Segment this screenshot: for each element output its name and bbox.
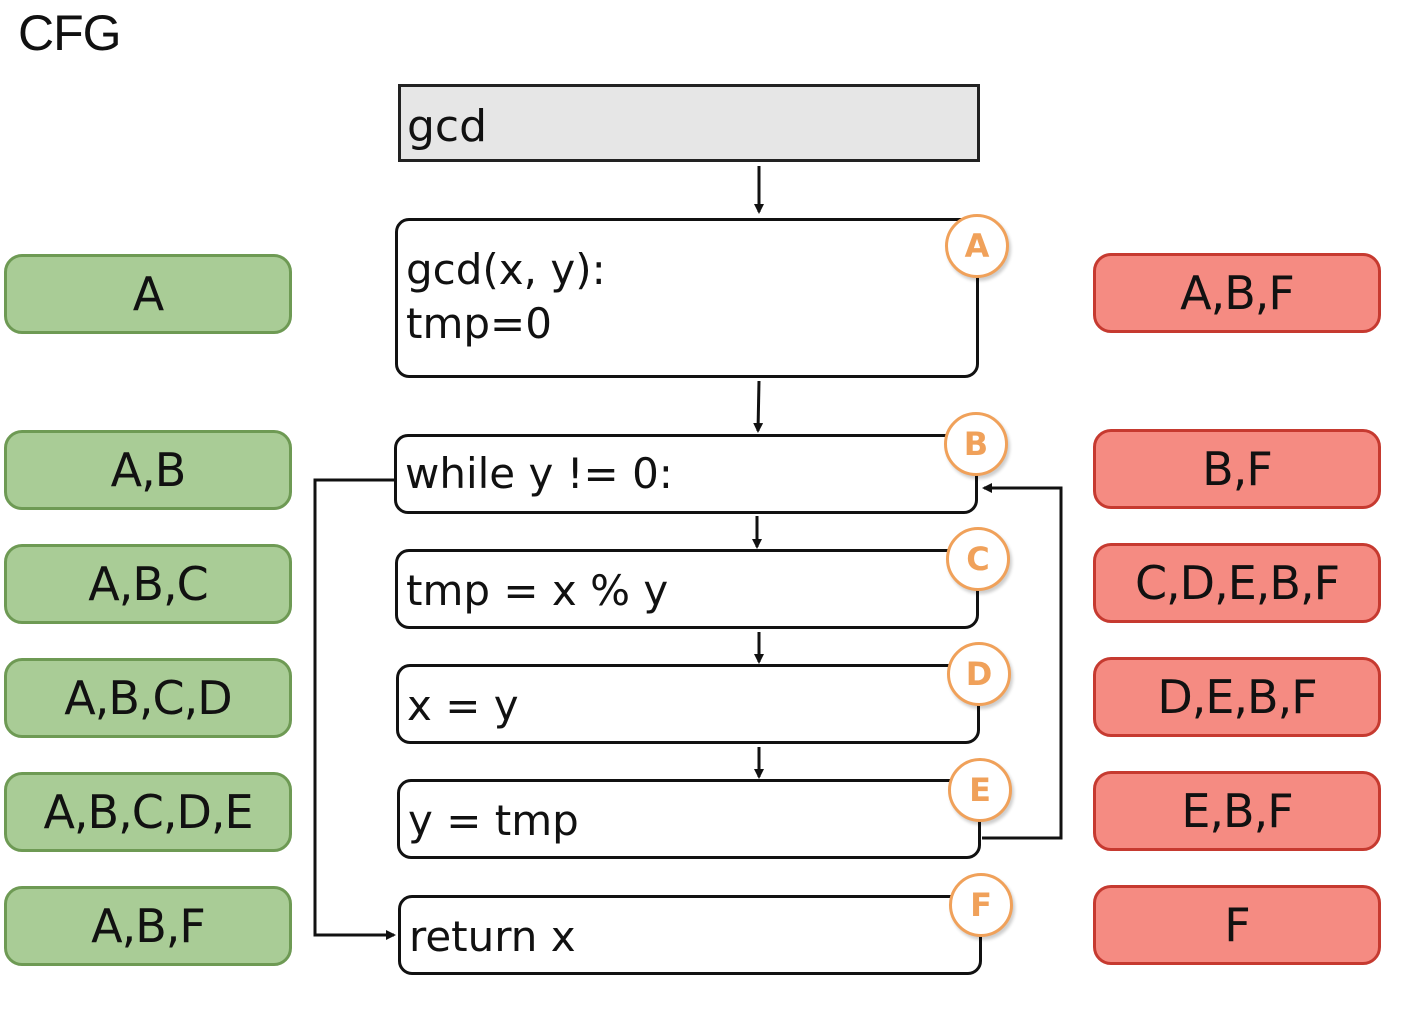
cfg-node-b: while y != 0: (394, 434, 978, 514)
cfg-node-e: y = tmp (397, 779, 981, 859)
edge-e-to-b-loop (982, 483, 1063, 840)
left-set-e: A,B,C,D,E (4, 772, 292, 852)
cfg-node-d-line-1: x = y (407, 681, 519, 730)
function-entry-node: gcd (398, 84, 980, 162)
cfg-node-f-line-1: return x (409, 912, 576, 961)
cfg-node-f: return x (398, 895, 982, 975)
right-set-a: A,B,F (1093, 253, 1381, 333)
left-set-c: A,B,C (4, 544, 292, 624)
right-set-c: C,D,E,B,F (1093, 543, 1381, 623)
cfg-node-c-badge: C (946, 527, 1010, 591)
right-set-e: E,B,F (1093, 771, 1381, 851)
cfg-node-d-badge: D (947, 642, 1011, 706)
edge-a-to-b (753, 380, 764, 433)
edge-b-to-f-exit (313, 478, 396, 940)
cfg-node-e-line-1: y = tmp (408, 796, 579, 845)
left-set-d: A,B,C,D (4, 658, 292, 738)
cfg-node-b-badge: B (944, 412, 1008, 476)
cfg-node-d: x = y (396, 664, 980, 744)
function-entry-label: gcd (407, 101, 488, 152)
left-set-b: A,B (4, 430, 292, 510)
right-set-d: D,E,B,F (1093, 657, 1381, 737)
cfg-node-a-line-1: gcd(x, y): (406, 245, 606, 294)
cfg-node-e-badge: E (948, 758, 1012, 822)
left-set-f: A,B,F (4, 886, 292, 966)
cfg-node-a-line-2: tmp=0 (406, 299, 552, 348)
cfg-node-a: gcd(x, y): tmp=0 (395, 218, 979, 378)
right-set-b: B,F (1093, 429, 1381, 509)
cfg-node-c-line-1: tmp = x % y (406, 566, 669, 615)
right-set-f: F (1093, 885, 1381, 965)
cfg-node-f-badge: F (949, 873, 1013, 937)
left-set-a: A (4, 254, 292, 334)
cfg-node-c: tmp = x % y (395, 549, 979, 629)
cfg-node-b-line-1: while y != 0: (405, 449, 673, 498)
cfg-node-a-badge: A (945, 214, 1009, 278)
page-title: CFG (18, 5, 122, 61)
